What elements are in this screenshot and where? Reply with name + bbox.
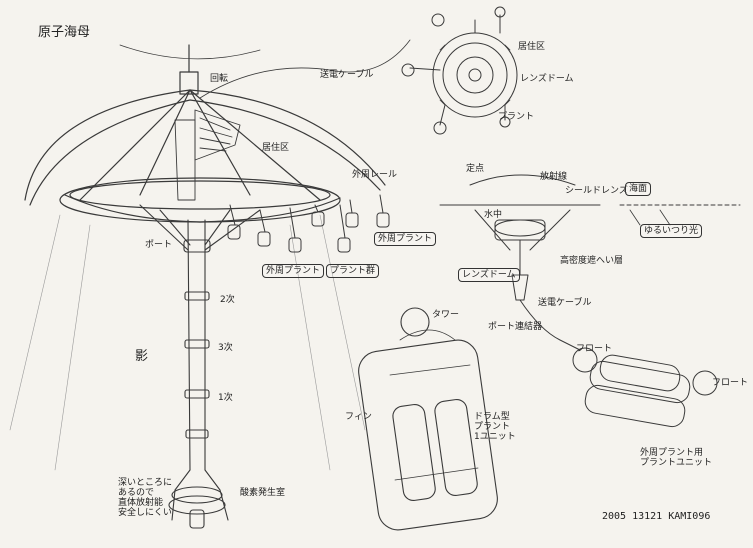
port-connector-label: ポート連結器: [488, 322, 543, 332]
shield-lens-label: シールドレンズ: [565, 186, 628, 196]
jellyfish-stem: [139, 204, 261, 529]
power-cable-label: 送電ケーブル: [320, 70, 374, 80]
sea-section-diagram: [439, 174, 741, 351]
sea-power-cable-label: 送電ケーブル: [538, 298, 592, 308]
dwelling-label: 居住区: [262, 143, 290, 153]
stem-level-1-label: 1次: [218, 393, 233, 403]
bottom-note: 深いところに あるので 直体放射能 安全しにくい: [118, 478, 173, 518]
underwater-label: 水中: [484, 210, 503, 220]
float-plant-unit-label: 外周プラント用 プラントユニット: [640, 448, 713, 468]
stem-level-2-label: 3次: [218, 343, 233, 353]
shadow-beams: [9, 214, 366, 471]
plant-label-left: 外周プラント: [262, 264, 325, 278]
oxygen-chamber-label: 酸素発生室: [240, 488, 286, 498]
float-right-label: フロート: [712, 378, 749, 388]
radiation-label: 放射線: [540, 172, 568, 182]
drum-unit-diagram: [358, 307, 498, 531]
inner-plant-fan: [174, 109, 241, 201]
plant-group-label: プラント群: [326, 264, 380, 278]
top-label: 回転: [210, 74, 229, 84]
surface-light-label: ゆるいつり光: [640, 224, 703, 238]
top-view-plant-label: プラント: [498, 112, 535, 122]
high-density-shield-label: 高密度遮へい層: [560, 256, 624, 266]
sheet-title: 原子海母: [38, 25, 91, 40]
drum-fin-label: フィン: [345, 412, 372, 422]
jellyfish-umbrella: [24, 39, 411, 223]
rim-rail-label: 外周レール: [352, 170, 398, 180]
top-view-dwelling-label: 居住区: [518, 42, 546, 52]
drum-top-label: タワー: [432, 310, 460, 320]
top-view-dome-label: レンズドーム: [520, 74, 574, 84]
float-unit-diagram: [572, 347, 718, 428]
lens-dome-label: レンズドーム: [458, 268, 520, 282]
shadow-label: 影: [135, 349, 149, 364]
sea-section-title: 定点: [466, 164, 485, 174]
port-label: ポート: [145, 240, 173, 250]
hanging-pods: [227, 194, 390, 253]
stem-floor-label: 2次: [220, 295, 235, 305]
drum-plant-label: ドラム型 プラント 1ユニット: [474, 412, 516, 442]
signature: 2005 13121 KAMI096: [602, 511, 711, 522]
plant-label-right: 外周プラント: [374, 232, 437, 246]
sea-surface-label: 海面: [625, 182, 652, 196]
float-left-label: フロート: [576, 344, 613, 354]
top-view-diagram: [401, 6, 518, 135]
